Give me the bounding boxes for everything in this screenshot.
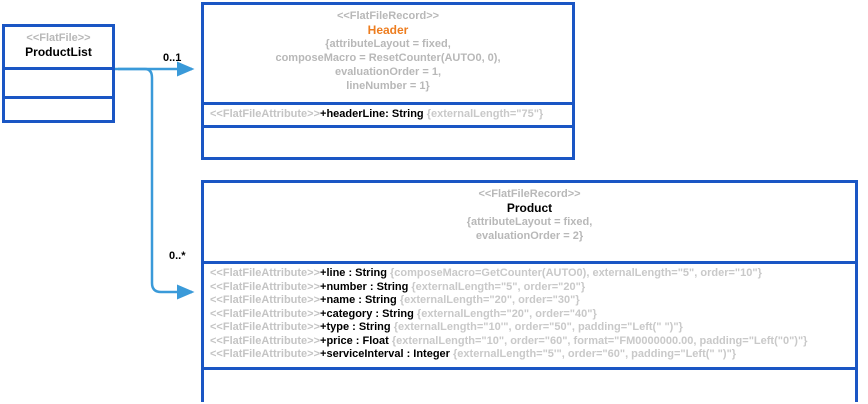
class-property-line: evaluationOrder = 1, <box>334 66 442 78</box>
class-property-line: {attributeLayout = fixed, <box>466 216 593 228</box>
attribute-signature: +line : String <box>320 267 387 279</box>
attribute-row: <<FlatFileAttribute>>+category : String … <box>210 308 851 322</box>
attribute-row: <<FlatFileAttribute>>+line : String {com… <box>210 267 851 281</box>
class-box-product[interactable]: <<FlatFileRecord>> Product {attributeLay… <box>201 180 858 402</box>
class-header-header: <<FlatFileRecord>> Header {attributeLayo… <box>204 5 572 102</box>
class-name-label: Header <box>367 23 409 37</box>
attribute-signature: +price : Float <box>320 334 389 347</box>
attribute-row: <<FlatFileAttribute>>+number : String {e… <box>210 281 851 295</box>
operations-compartment-product <box>204 367 855 402</box>
class-header-product: <<FlatFileRecord>> Product {attributeLay… <box>204 183 855 261</box>
attribute-properties: {externalLength="10", order="60", format… <box>391 334 808 347</box>
attribute-stereotype: <<FlatFileAttribute>> <box>210 280 321 293</box>
attribute-row: <<FlatFileAttribute>>+serviceInterval : … <box>210 348 851 362</box>
attribute-properties: {externalLength="75"} <box>426 108 544 120</box>
operations-compartment-header <box>204 125 572 157</box>
class-property-line: lineNumber = 1} <box>346 80 430 92</box>
attributes-compartment-product: <<FlatFileAttribute>>+line : String {com… <box>204 261 855 367</box>
attribute-stereotype: <<FlatFileAttribute>> <box>210 267 321 279</box>
operations-compartment-productlist <box>5 96 112 120</box>
connector-productlist-product[interactable] <box>118 67 195 300</box>
stereotype-label: <<FlatFile>> <box>26 32 91 44</box>
attribute-signature: +number : String <box>320 280 409 293</box>
attribute-signature: +category : String <box>320 307 414 320</box>
class-box-productlist[interactable]: <<FlatFile>> ProductList <box>2 24 115 123</box>
stereotype-label: <<FlatFileRecord>> <box>478 188 581 200</box>
attribute-stereotype: <<FlatFileAttribute>> <box>210 307 321 320</box>
attribute-signature: +headerLine: String <box>320 108 424 120</box>
attribute-stereotype: <<FlatFileAttribute>> <box>210 321 321 333</box>
attributes-compartment-productlist <box>5 67 112 96</box>
attribute-signature: +name : String <box>320 294 397 306</box>
attribute-stereotype: <<FlatFileAttribute>> <box>210 108 321 120</box>
attribute-row: <<FlatFileAttribute>>+price : Float {ext… <box>210 335 851 349</box>
attribute-properties: {externalLength="20", order="30"} <box>399 294 580 306</box>
attribute-row: <<FlatFileAttribute>>+name : String {ext… <box>210 294 851 308</box>
stereotype-label: <<FlatFileRecord>> <box>336 10 440 22</box>
attribute-stereotype: <<FlatFileAttribute>> <box>210 294 321 306</box>
attribute-properties: {externalLength="5", order="20"} <box>411 280 586 293</box>
attribute-signature: +serviceInterval : Integer <box>320 348 450 360</box>
class-header-productlist: <<FlatFile>> ProductList <box>5 27 112 67</box>
class-name-label: ProductList <box>25 45 92 59</box>
attribute-stereotype: <<FlatFileAttribute>> <box>210 334 321 347</box>
attribute-properties: {externalLength="10'", order="50", paddi… <box>393 321 683 333</box>
class-property-line: {attributeLayout = fixed, <box>325 38 451 50</box>
attribute-stereotype: <<FlatFileAttribute>> <box>210 348 321 360</box>
attribute-signature: +type : String <box>320 321 391 333</box>
class-box-header[interactable]: <<FlatFileRecord>> Header {attributeLayo… <box>201 2 575 160</box>
attribute-properties: {externalLength="20", order="40"} <box>416 307 597 320</box>
multiplicity-label-header: 0..1 <box>163 52 182 64</box>
attributes-compartment-header: <<FlatFileAttribute>>+headerLine: String… <box>204 102 572 125</box>
class-property-line: composeMacro = ResetCounter(AUTO0, 0), <box>275 52 501 64</box>
multiplicity-label-product: 0..* <box>169 250 186 262</box>
attribute-row: <<FlatFileAttribute>>+headerLine: String… <box>210 108 568 122</box>
class-name-label: Product <box>506 201 553 215</box>
class-property-line: evaluationOrder = 2} <box>475 230 584 242</box>
attribute-row: <<FlatFileAttribute>>+type : String {ext… <box>210 321 851 335</box>
attribute-properties: {externalLength="5'", order="60", paddin… <box>453 348 737 360</box>
attribute-properties: {composeMacro=GetCounter(AUTO0), externa… <box>390 267 762 279</box>
